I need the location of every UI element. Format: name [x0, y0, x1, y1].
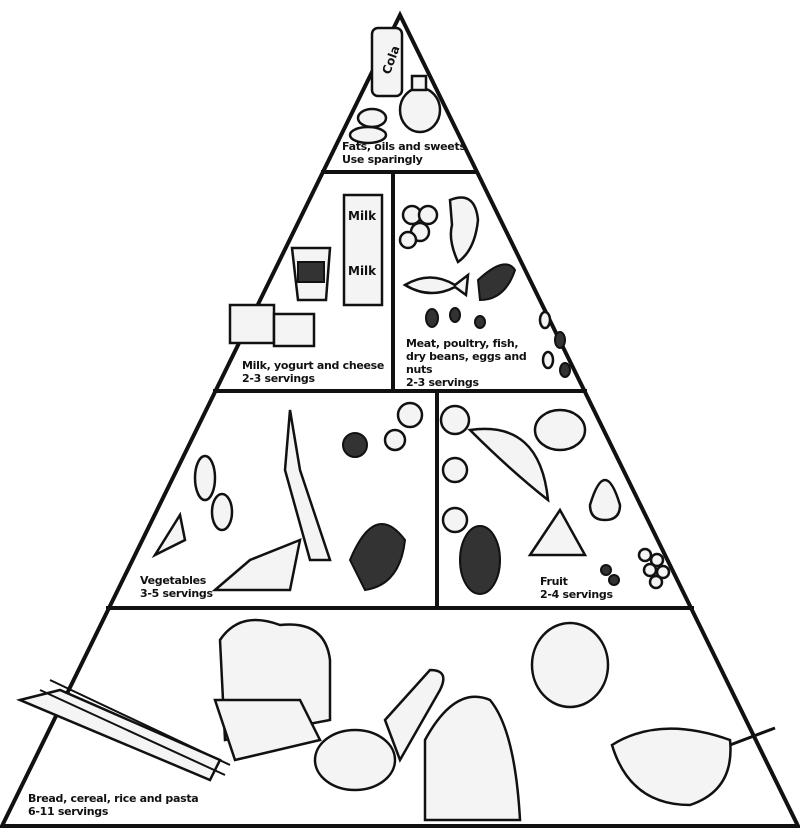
- tier-servings: 2-4 servings: [540, 588, 613, 601]
- tier-label-fruit: Fruit 2-4 servings: [540, 575, 613, 601]
- tier-name: Vegetables: [140, 574, 207, 587]
- tier-servings: 2-3 servings: [406, 376, 479, 389]
- tier-servings: Use sparingly: [342, 153, 423, 166]
- tier-label-bread: Bread, cereal, rice and pasta 6-11 servi…: [28, 792, 199, 818]
- eggs-illustration: [398, 204, 439, 250]
- yogurt-cup-illustration: [290, 246, 332, 302]
- tier-name: Bread, cereal, rice and pasta: [28, 792, 199, 805]
- tier-label-fats: Fats, oils and sweets Use sparingly: [342, 140, 466, 166]
- sweets-illustration: [348, 107, 388, 145]
- grains-illustration: [16, 618, 776, 822]
- tier-label-milk: Milk, yogurt and cheese 2-3 servings: [242, 359, 384, 385]
- milk-carton-illustration: Milk Milk: [342, 193, 384, 307]
- chicken-illustration: [448, 196, 480, 264]
- tier-servings: 3-5 servings: [140, 587, 213, 600]
- tier-label-vegetables: Vegetables 3-5 servings: [140, 574, 213, 600]
- tier-label-meat: Meat, poultry, fish, dry beans, eggs and…: [406, 337, 541, 389]
- pyramid-outline: [0, 10, 800, 828]
- cheese-cubes-illustration: [228, 303, 316, 348]
- cola-can-illustration: Cola: [370, 26, 404, 98]
- meat-illustration: [476, 263, 517, 302]
- svg-text:Milk: Milk: [348, 209, 377, 223]
- fish-illustration: [402, 272, 470, 298]
- svg-text:Milk: Milk: [348, 264, 377, 278]
- fruit-illustration: [439, 404, 671, 595]
- tier-name: Fruit: [540, 575, 568, 588]
- oil-bottle-illustration: [398, 74, 442, 134]
- tier-name: Fats, oils and sweets: [342, 140, 466, 153]
- tier-name: Meat, poultry, fish, dry beans, eggs and…: [406, 337, 527, 376]
- vegetables-illustration: [151, 401, 424, 592]
- tier-name: Milk, yogurt and cheese: [242, 359, 385, 372]
- tier-servings: 2-3 servings: [242, 372, 315, 385]
- beans-nuts-illustration: [425, 307, 571, 378]
- tier-servings: 6-11 servings: [28, 805, 109, 818]
